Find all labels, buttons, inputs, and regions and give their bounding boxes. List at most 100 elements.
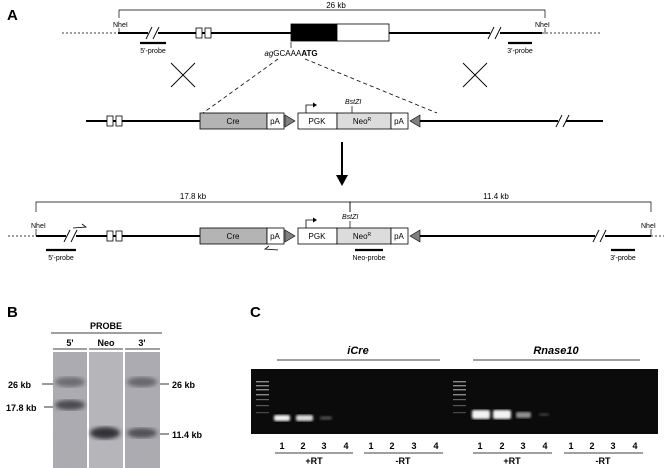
lane-label-5: 5': [66, 338, 73, 348]
recombination-cross-left: [170, 62, 196, 88]
nhe-site-label-ko-left: NheI: [31, 223, 46, 230]
promoter-arrowhead-icon: [313, 217, 317, 223]
panel-a: A 26 kb NheI NheI: [7, 1, 664, 262]
lane-label-neo: Neo: [97, 338, 115, 348]
knockin-allele: 17.8 kb 11.4 kb NheI NheI Cre pA: [8, 192, 664, 262]
plus-rt-label: +RT: [503, 456, 521, 466]
southern-blot-lane-5: [53, 352, 87, 468]
rt-pcr-gel: [251, 369, 658, 434]
minus-rt-label: -RT: [596, 456, 611, 466]
panel-c: C iCre Rnase10 1 2 3 4: [250, 304, 658, 466]
band-26kb: [127, 377, 157, 387]
southern-blot-lane-neo: [89, 352, 123, 468]
probe-3-label: 3'-probe: [610, 255, 636, 262]
lane-number: 1: [279, 441, 284, 451]
break-mark: [145, 26, 153, 40]
break-mark: [562, 114, 570, 128]
neo-probe-label: Neo-probe: [352, 255, 385, 262]
plus-rt-label: +RT: [305, 456, 323, 466]
exon-box: [115, 115, 123, 127]
nhe-site-label: NheI: [113, 22, 128, 29]
pa-box: [266, 227, 285, 245]
lane-number: 3: [610, 441, 615, 451]
minus-rt-label: -RT: [396, 456, 411, 466]
lane-number: 2: [300, 441, 305, 451]
gene-label-rnase10: Rnase10: [533, 345, 579, 357]
break-mark: [599, 229, 607, 243]
pcr-band-rnase10-lane4: [539, 413, 549, 416]
exon-box: [115, 230, 123, 242]
nhe-site-label-right: NheI: [535, 22, 550, 29]
lane-label-3: 3': [138, 338, 145, 348]
pcr-band-rnase10-lane2: [493, 410, 511, 419]
break-mark: [487, 26, 495, 40]
break-mark: [70, 229, 78, 243]
pa-box: [266, 112, 285, 130]
neo-label: NeoR: [353, 117, 372, 126]
lane-number: 1: [368, 441, 373, 451]
exon-box: [106, 230, 114, 242]
promoter-arrow-icon: [305, 104, 313, 113]
band-11-4kb: [90, 427, 120, 439]
ko-right-bracket: [349, 201, 652, 212]
panel-c-letter: C: [250, 304, 261, 321]
frt-site-icon: [409, 229, 421, 243]
pcr-band-rnase10-lane1: [472, 410, 490, 419]
panel-b: B PROBE 5' Neo 3' 26 kb 17.8 kb: [6, 304, 203, 468]
pa-label: pA: [270, 232, 280, 241]
lane-number: 2: [589, 441, 594, 451]
wt-size-label: 26 kb: [326, 1, 346, 10]
nhe-site-label-ko-right: NheI: [641, 223, 656, 230]
coding-exon: [290, 23, 338, 42]
band-11-4kb: [127, 428, 157, 438]
pa-box: [390, 227, 409, 245]
lane-number: 3: [321, 441, 326, 451]
frt-site-icon: [284, 229, 296, 243]
pcr-band-rnase10-lane3: [516, 412, 531, 418]
dna-ladder-left: [256, 381, 269, 414]
pcr-band-icre-lane3: [320, 416, 332, 420]
frt-site-icon: [284, 114, 296, 128]
break-mark: [494, 26, 502, 40]
probe-5-label: 5'-probe: [48, 255, 74, 262]
pcr-band-icre-lane1: [274, 415, 290, 421]
gene-label-icre: iCre: [347, 345, 368, 357]
band-26kb: [55, 377, 85, 387]
break-mark: [152, 26, 160, 40]
size-marker-right: 26 kb: [172, 380, 196, 390]
lane-number: 4: [343, 441, 348, 451]
lane-number: 1: [477, 441, 482, 451]
pcr-band-icre-lane2: [296, 415, 313, 421]
lane-number: 3: [520, 441, 525, 451]
pa-label: pA: [394, 232, 404, 241]
primer-reverse-icon: [263, 245, 279, 251]
panel-b-letter: B: [7, 304, 18, 321]
targeting-vector: Cre pA PGK NeoR BstZI pA: [86, 99, 603, 130]
cre-label: Cre: [227, 232, 240, 241]
down-arrow-icon: [336, 142, 348, 186]
utr-exon: [336, 23, 390, 42]
pgk-label: PGK: [309, 117, 327, 126]
size-marker-left: 26 kb: [8, 380, 32, 390]
exon-box: [195, 27, 203, 39]
lane-number: 1: [568, 441, 573, 451]
break-mark: [63, 229, 71, 243]
band-17-8kb: [55, 400, 85, 410]
bst-site-label: BstZI: [345, 99, 361, 106]
neo-label: NeoR: [353, 232, 372, 241]
ko-left-bracket: [35, 201, 351, 212]
exon-box: [204, 27, 212, 39]
southern-blot-lane-3: [125, 352, 160, 468]
panel-a-letter: A: [7, 7, 18, 24]
lane-number: 4: [632, 441, 637, 451]
size-marker-right: 11.4 kb: [172, 430, 203, 440]
bst-site-label: BstZI: [342, 214, 358, 221]
wildtype-locus: 26 kb NheI NheI 5'-probe: [62, 1, 600, 58]
lane-number: 4: [433, 441, 438, 451]
probe-3-label: 3'-probe: [507, 48, 533, 55]
frt-site-icon: [409, 114, 421, 128]
pa-label: pA: [394, 117, 404, 126]
insertion-guide-right: [304, 58, 438, 114]
ko-left-size-label: 17.8 kb: [180, 192, 207, 201]
